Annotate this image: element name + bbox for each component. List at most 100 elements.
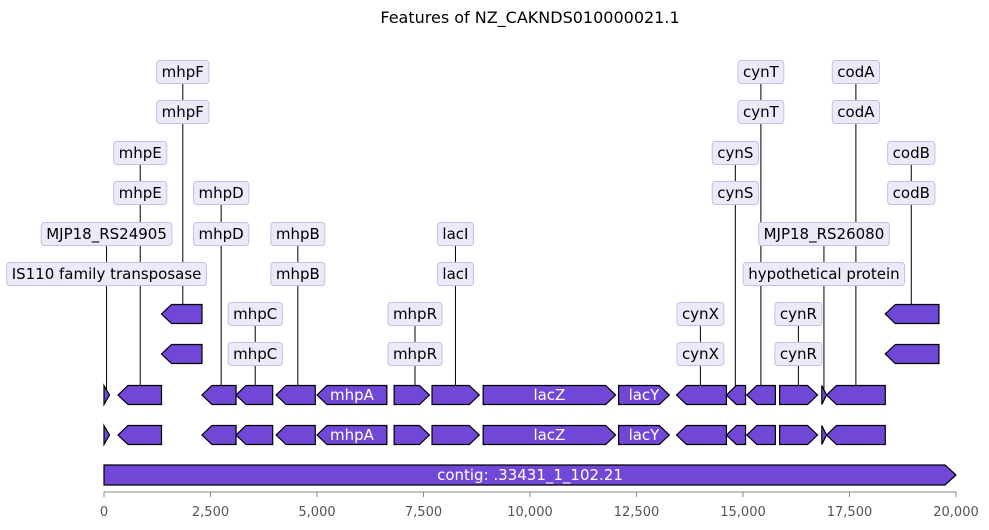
feature-label-text: hypothetical protein — [748, 265, 899, 283]
gene-feature-label: lacY — [629, 386, 661, 404]
feature-label-text: codB — [893, 184, 930, 202]
feature-label-text: MJP18_RS24905 — [46, 225, 167, 244]
feature-label-text: cynS — [717, 144, 753, 162]
feature-label-box — [711, 141, 759, 165]
page-title: Features of NZ_CAKNDS010000021.1 — [380, 8, 680, 27]
gene-feature-label: lacY — [629, 426, 661, 444]
gene-feature — [482, 384, 617, 406]
gene-feature — [235, 424, 274, 446]
contig-arrow — [103, 464, 957, 486]
feature-label-box — [742, 262, 906, 286]
feature-label-text: cynR — [780, 305, 817, 323]
gene-feature — [825, 424, 886, 446]
gene-feature-label: lacZ — [533, 386, 565, 404]
gene-feature — [745, 384, 776, 406]
feature-label-box — [387, 342, 443, 366]
gene-feature — [745, 424, 776, 446]
gene-feature-label: lacZ — [533, 426, 565, 444]
feature-label-text: codA — [837, 63, 875, 81]
feature-label-box — [831, 60, 880, 84]
gene-feature — [618, 424, 671, 446]
gene-feature — [821, 425, 828, 445]
axis-tick-label: 2,500 — [192, 505, 229, 520]
gene-feature — [821, 385, 828, 405]
feature-label-box — [436, 262, 474, 286]
feature-label-box — [6, 262, 207, 286]
feature-label: IS110 family transposase — [6, 262, 207, 286]
feature-label-text: mhpC — [233, 345, 277, 363]
contig-label: contig: .33431_1_102.21 — [437, 466, 623, 485]
feature-label-box — [193, 222, 250, 246]
feature-label-box — [227, 342, 283, 366]
feature-label-text: cynT — [743, 103, 780, 121]
feature-label-text: mhpR — [393, 305, 437, 323]
feature-label-box — [711, 181, 759, 205]
feature-label-text: mhpD — [199, 225, 244, 243]
gene-feature-label: mhpA — [330, 386, 375, 404]
feature-label: cynS — [711, 181, 759, 205]
feature-label: lacI — [436, 222, 474, 246]
gene-feature — [779, 384, 819, 406]
gene-feature — [393, 424, 431, 446]
feature-label: cynT — [737, 100, 785, 124]
feature-label-box — [387, 302, 443, 326]
feature-label-box — [113, 141, 168, 165]
feature-track: mhpA lacZ lacY mhpA lacZ lacY — [103, 303, 940, 447]
gene-feature — [431, 384, 481, 406]
feature-label: cynX — [676, 342, 725, 366]
feature-label: mhpR — [387, 302, 443, 326]
feature-label-box — [831, 100, 880, 124]
feature-label: cynR — [774, 342, 823, 366]
feature-label: mhpE — [113, 141, 168, 165]
feature-label: cynS — [711, 141, 759, 165]
feature-label-box — [227, 302, 283, 326]
feature-label-text: cynX — [682, 305, 719, 323]
feature-label-box — [737, 100, 785, 124]
feature-label-box — [156, 60, 210, 84]
axis-tick-label: 10,000 — [507, 505, 553, 520]
feature-label-text: mhpF — [162, 63, 204, 81]
feature-label-text: cynT — [743, 63, 780, 81]
feature-label: mhpF — [156, 60, 210, 84]
feature-label: mhpE — [113, 181, 168, 205]
feature-label-text: mhpC — [233, 305, 277, 323]
feature-label: mhpR — [387, 342, 443, 366]
feature-label-box — [758, 222, 890, 246]
gene-feature — [675, 384, 727, 406]
feature-label: cynX — [676, 302, 725, 326]
gene-feature — [117, 424, 163, 446]
gene-feature-label: mhpA — [330, 426, 375, 444]
feature-label-text: mhpD — [199, 184, 244, 202]
gene-feature — [779, 424, 819, 446]
feature-label: MJP18_RS24905 — [40, 222, 173, 246]
feature-label-text: mhpE — [119, 184, 162, 202]
feature-label: hypothetical protein — [742, 262, 906, 286]
axis-tick-label: 0 — [100, 505, 108, 520]
feature-label: lacI — [436, 262, 474, 286]
gene-feature — [201, 424, 237, 446]
feature-label: codA — [831, 60, 880, 84]
feature-label: codB — [887, 141, 936, 165]
feature-label-text: mhpE — [119, 144, 162, 162]
gene-feature — [275, 384, 316, 406]
axis-tick-label: 15,000 — [720, 505, 766, 520]
axis-tick-label: 20,000 — [933, 505, 979, 520]
feature-label-box — [40, 222, 173, 246]
gene-feature — [393, 384, 431, 406]
feature-label-text: MJP18_RS26080 — [764, 225, 885, 244]
axis-tick-label: 5,000 — [298, 505, 335, 520]
feature-label: cynT — [737, 60, 785, 84]
feature-label-text: mhpR — [393, 345, 437, 363]
feature-label-text: IS110 family transposase — [12, 265, 202, 283]
feature-label: mhpF — [156, 100, 210, 124]
gene-feature — [725, 384, 747, 406]
feature-label-box — [774, 302, 823, 326]
gene-feature — [884, 343, 940, 365]
gene-feature — [725, 424, 747, 446]
feature-label: MJP18_RS26080 — [758, 222, 890, 246]
feature-label-box — [193, 181, 250, 205]
feature-label-box — [676, 342, 725, 366]
feature-label: mhpC — [227, 342, 283, 366]
